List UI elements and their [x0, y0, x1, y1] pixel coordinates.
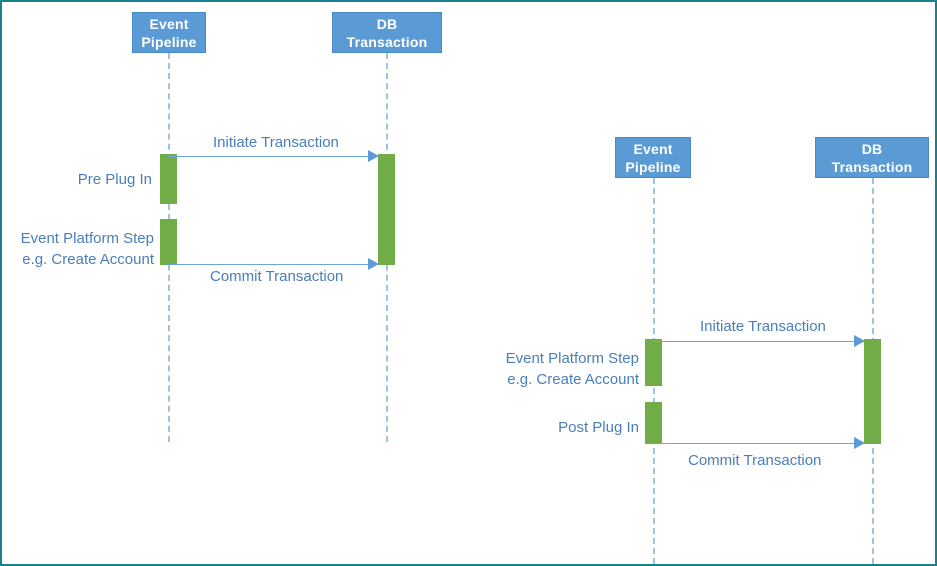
message-label-commit-transaction: Commit Transaction: [210, 268, 344, 285]
message-label-initiate-transaction: Initiate Transaction: [213, 134, 339, 151]
activation-bar-event-platform-step: [160, 219, 177, 265]
step-label-line1: Event Platform Step: [20, 230, 154, 247]
message-line-initiate-transaction: [168, 156, 378, 157]
step-label-pre-plug-in: Pre Plug In: [2, 169, 152, 190]
lifeline-header-line2: Pipeline: [625, 158, 681, 175]
lifeline-header-event-pipeline[interactable]: Event Pipeline: [615, 137, 691, 178]
message-label-initiate-transaction: Initiate Transaction: [700, 318, 826, 335]
message-line-commit-transaction: [653, 443, 864, 444]
step-label-line2: e.g. Create Account: [22, 251, 154, 268]
activation-bar-post-plug-in: [645, 402, 662, 444]
message-arrowhead-initiate-transaction: [854, 335, 865, 347]
lifeline-header-line1: Event: [149, 15, 189, 32]
lifeline-header-line1: DB: [376, 15, 398, 32]
message-arrowhead-initiate-transaction: [368, 150, 379, 162]
lifeline-header-db-transaction[interactable]: DB Transaction: [815, 137, 929, 178]
activation-bar-db-transaction: [378, 154, 395, 265]
step-label-line1: Event Platform Step: [505, 350, 639, 367]
lifeline-header-line1: Event: [633, 140, 673, 157]
message-arrowhead-commit-transaction: [854, 437, 865, 449]
lifeline-header-event-pipeline[interactable]: Event Pipeline: [132, 12, 206, 53]
activation-bar-db-transaction: [864, 339, 881, 444]
lifeline-header-db-transaction[interactable]: DB Transaction: [332, 12, 442, 53]
activation-bar-pre-plug-in: [160, 154, 177, 204]
lifeline-header-line2: Transaction: [346, 33, 428, 50]
diagram-pre-plug-in-flow: Event Pipeline DB Transaction Initiate T…: [2, 2, 472, 462]
message-arrowhead-commit-transaction: [368, 258, 379, 270]
step-label-post-plug-in: Post Plug In: [482, 417, 639, 438]
lifeline-header-line1: DB: [861, 140, 883, 157]
step-label-line1: Pre Plug In: [77, 171, 152, 188]
activation-bar-event-platform-step: [645, 339, 662, 386]
step-label-event-platform-step: Event Platform Step e.g. Create Account: [482, 348, 639, 390]
lifeline-header-line2: Transaction: [831, 158, 913, 175]
message-line-commit-transaction: [168, 264, 378, 265]
lifeline-header-line2: Pipeline: [141, 33, 197, 50]
step-label-line1: Post Plug In: [558, 419, 639, 436]
step-label-event-platform-step: Event Platform Step e.g. Create Account: [2, 228, 154, 270]
message-label-commit-transaction: Commit Transaction: [688, 452, 822, 469]
message-line-initiate-transaction: [653, 341, 864, 342]
diagram-post-plug-in-flow: Event Pipeline DB Transaction Initiate T…: [472, 2, 935, 564]
step-label-line2: e.g. Create Account: [507, 371, 639, 388]
